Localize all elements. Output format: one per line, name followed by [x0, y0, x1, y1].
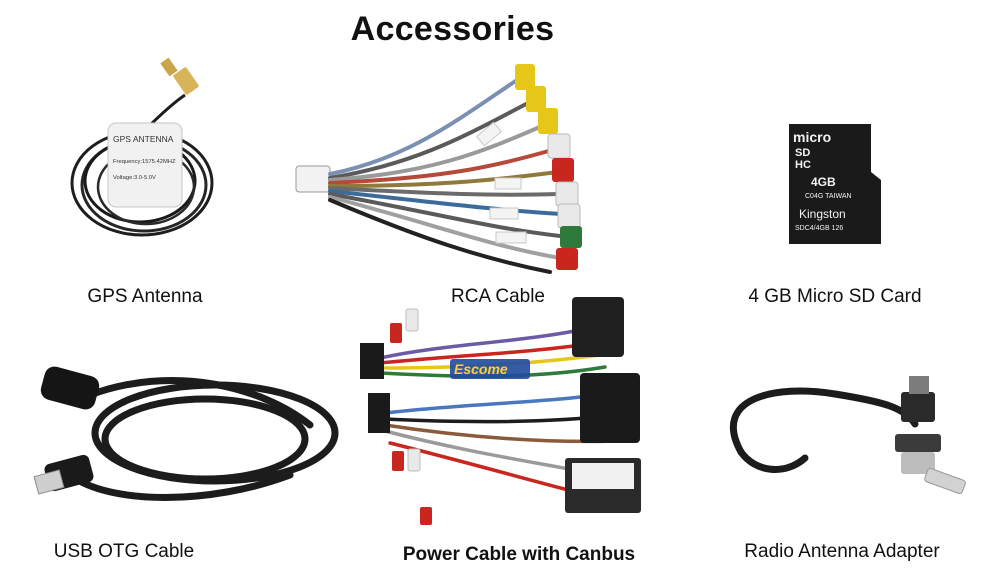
gps-label-voltage: Voltage:3.0-5.0V [113, 175, 156, 181]
micro-sd-card-caption: 4 GB Micro SD Card [748, 286, 922, 307]
sd-logo-hc: HC [795, 159, 811, 171]
gps-antenna-caption: GPS Antenna [87, 286, 203, 307]
sd-capacity: 4GB [811, 175, 836, 189]
rca-cable-caption: RCA Cable [451, 286, 545, 307]
micro-sd-card-image: micro SD HC 4GB C04G TAIWAN Kingston SDC… [789, 124, 881, 244]
gps-antenna-image: GPS ANTENNA Frequency:1575.42MHZ Voltage… [70, 57, 214, 237]
sd-logo-micro: micro [793, 129, 831, 145]
watermark-text: Escome [454, 361, 508, 377]
usb-otg-cable-caption: USB OTG Cable [53, 541, 195, 562]
usb-otg-cable-image [33, 366, 339, 501]
rca-cable-image [295, 64, 582, 274]
power-cable-canbus-caption: Power Cable with Canbus [402, 544, 636, 565]
sd-model: SDC4/4GB 126 [795, 225, 843, 232]
radio-antenna-adapter-image [730, 376, 966, 495]
sd-brand: Kingston [799, 207, 846, 221]
power-cable-canbus-image: Escome [360, 297, 641, 525]
page-title: Accessories [350, 10, 555, 48]
gps-label-name: GPS ANTENNA [113, 134, 174, 144]
radio-antenna-adapter-caption: Radio Antenna Adapter [744, 541, 940, 562]
sd-code: C04G TAIWAN [805, 193, 852, 200]
gps-label-frequency: Frequency:1575.42MHZ [113, 159, 176, 165]
sd-logo-sd: SD [795, 147, 810, 159]
